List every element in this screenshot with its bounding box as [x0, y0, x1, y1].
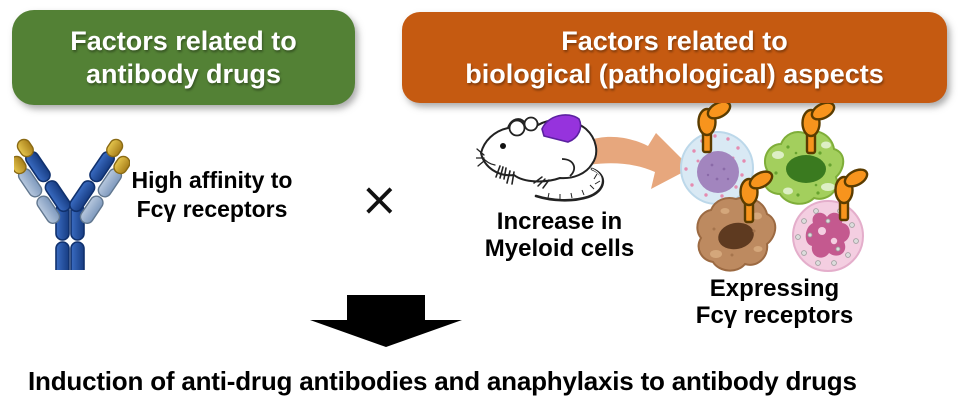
high-affinity-caption: High affinity to Fcγ receptors	[112, 166, 312, 225]
down-arrow-icon	[310, 295, 462, 347]
curved-arrow-icon	[566, 133, 691, 189]
biological-factors-line2: biological (pathological) aspects	[465, 58, 884, 89]
myeloid-cells-icon	[680, 103, 872, 272]
spleen-highlight	[541, 114, 582, 143]
antibody-factors-line1: Factors related to	[70, 25, 297, 56]
biological-factors-line1: Factors related to	[561, 25, 788, 56]
biological-factors-box: Factors related to biological (pathologi…	[402, 12, 947, 103]
expressing-receptors-line1: Expressing	[709, 275, 840, 302]
multiply-symbol: ×	[360, 172, 399, 226]
myeloid-increase-line2: Myeloid cells	[484, 234, 635, 262]
macrophage-cell	[762, 130, 845, 205]
antibody-icon	[14, 138, 130, 270]
myeloid-increase-line1: Increase in	[496, 208, 623, 235]
antibody-factors-line2: antibody drugs	[86, 58, 281, 89]
neutrophil-cell	[792, 200, 864, 272]
expressing-receptors-line2: Fcγ receptors	[695, 301, 854, 329]
high-affinity-line1: High affinity to	[131, 167, 293, 193]
conclusion-text: Induction of anti-drug antibodies and an…	[28, 366, 857, 396]
monocyte-cell	[680, 131, 754, 205]
brown-myeloid-cell	[696, 196, 777, 272]
antibody-factors-box: Factors related to antibody drugs	[12, 10, 355, 105]
expressing-receptors-caption: Expressing Fcγ receptors	[682, 275, 867, 330]
mouse-spleen-icon	[476, 114, 605, 202]
high-affinity-line2: Fcγ receptors	[136, 196, 288, 223]
myeloid-increase-caption: Increase in Myeloid cells	[472, 208, 647, 263]
